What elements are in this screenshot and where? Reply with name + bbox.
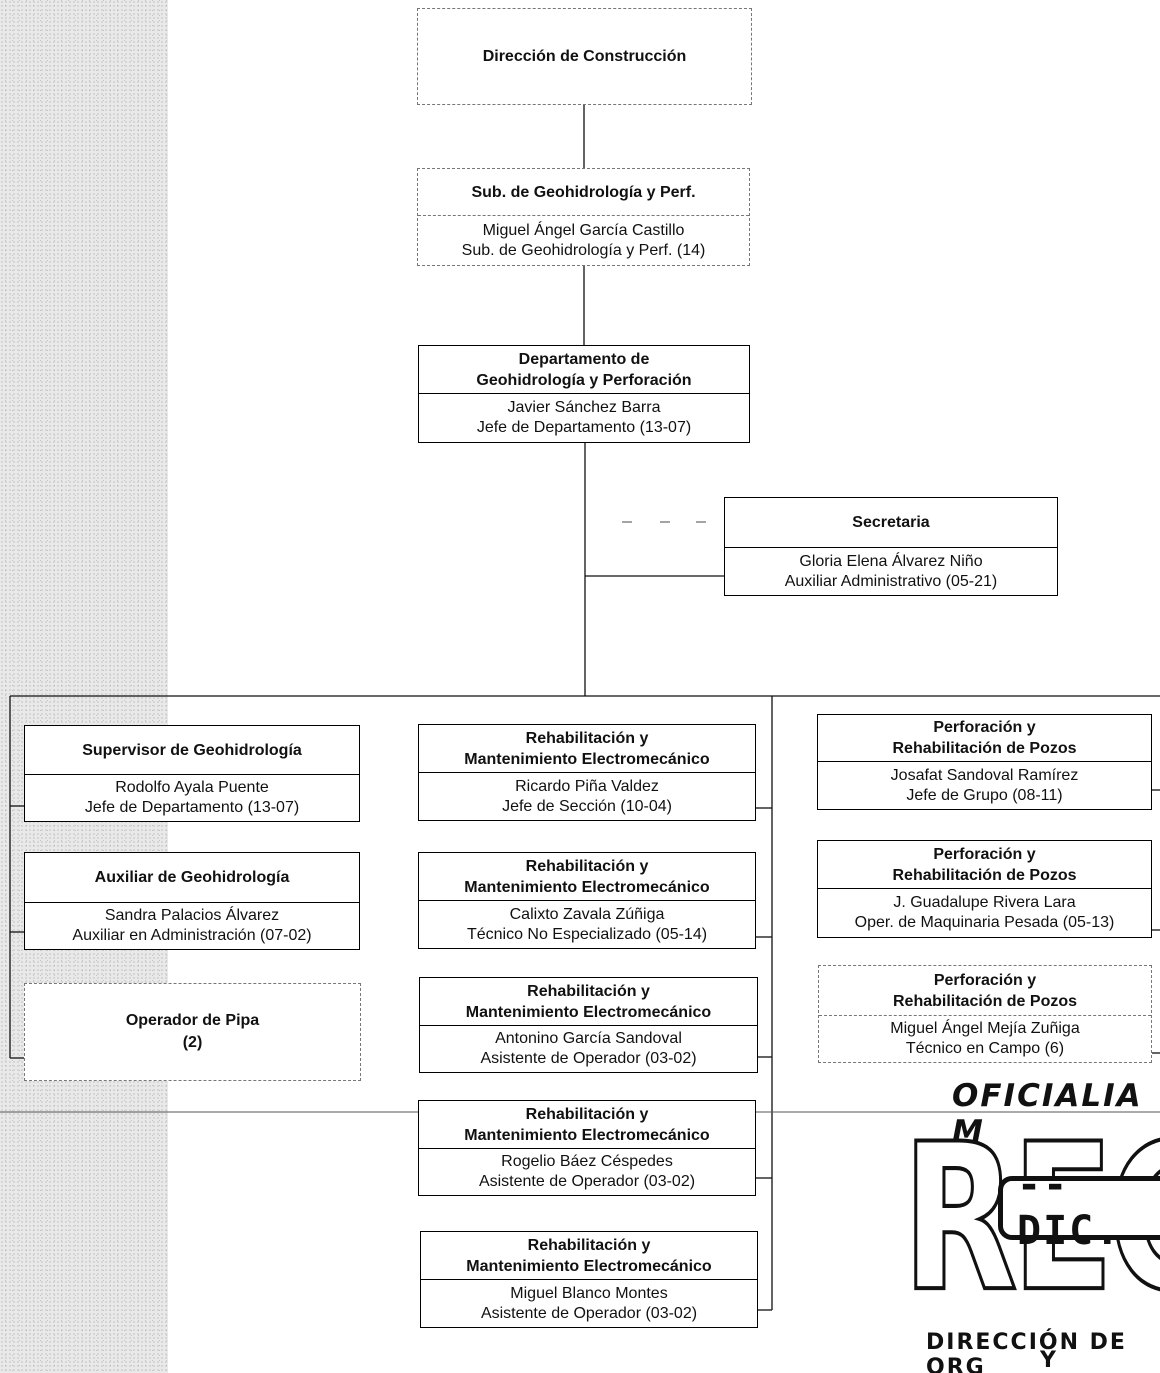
node-person-name: Calixto Zavala Zúñiga xyxy=(509,905,665,923)
node-person-name: Sandra Palacios Álvarez xyxy=(104,907,280,924)
node-title: Perforación y Rehabilitación de Pozos xyxy=(818,715,1151,761)
node-title-line2: Rehabilitación de Pozos xyxy=(892,992,1078,1010)
node-title: Supervisor de Geohidrología xyxy=(82,741,302,759)
org-node-perforacion-2: Perforación y Rehabilitación de Pozos J.… xyxy=(817,840,1152,938)
stamp-line1: OFICIALIA M xyxy=(952,1078,1143,1150)
node-person-name: Gloria Elena Álvarez Niño xyxy=(799,552,983,570)
node-title-line2: (2) xyxy=(182,1034,203,1051)
node-title-line2: Mantenimiento Electromecánico xyxy=(464,750,710,768)
node-person-name: Miguel Ángel Mejía Zuñiga xyxy=(890,1020,1080,1037)
node-body: Gloria Elena Álvarez Niño Auxiliar Admin… xyxy=(725,547,1057,595)
node-title-line2: Mantenimiento Electromecánico xyxy=(465,1003,712,1021)
node-person-name: Josafat Sandoval Ramírez xyxy=(890,766,1079,784)
node-title: Departamento de Geohidrología y Perforac… xyxy=(419,346,749,393)
node-body: J. Guadalupe Rivera Lara Oper. de Maquin… xyxy=(818,888,1151,937)
node-title-line1: Perforación y xyxy=(933,719,1036,736)
node-body: Calixto Zavala Zúñiga Técnico No Especia… xyxy=(419,900,755,948)
node-title: Operador de Pipa (2) xyxy=(25,984,360,1080)
org-node-rehabilitacion-5: Rehabilitación y Mantenimiento Electrome… xyxy=(420,1231,758,1328)
node-body: Miguel Ángel García Castillo Sub. de Geo… xyxy=(418,215,749,265)
node-title: Secretaria xyxy=(852,514,930,531)
node-person-position: Jefe de Sección (10-04) xyxy=(502,797,672,815)
node-body: Sandra Palacios Álvarez Auxiliar en Admi… xyxy=(25,902,359,949)
stamp-date-box: -- DIC. xyxy=(998,1162,1160,1254)
node-title-line1: Operador de Pipa xyxy=(125,1012,260,1029)
stamp-bottom-line1: DIRECCIÓN DE ORG xyxy=(926,1330,1127,1373)
org-node-direccion: Dirección de Construcción xyxy=(417,8,752,105)
node-person-position: Asistente de Operador (03-02) xyxy=(478,1173,696,1190)
node-body: Antonino García Sandoval Asistente de Op… xyxy=(420,1025,757,1072)
node-person-name: Miguel Ángel García Castillo xyxy=(482,221,685,239)
node-person-position: Jefe de Grupo (08-11) xyxy=(906,786,1063,804)
node-title-line2: Rehabilitación de Pozos xyxy=(892,740,1077,757)
node-body: Ricardo Piña Valdez Jefe de Sección (10-… xyxy=(419,772,755,820)
node-person-name: Miguel Blanco Montes xyxy=(510,1284,668,1302)
org-node-rehabilitacion-2: Rehabilitación y Mantenimiento Electrome… xyxy=(418,852,756,949)
node-title-line2: Mantenimiento Electromecánico xyxy=(464,878,710,896)
node-title: Sub. de Geohidrología y Perf. xyxy=(471,183,696,201)
node-person-name: Javier Sánchez Barra xyxy=(507,399,661,416)
org-node-subdireccion: Sub. de Geohidrología y Perf. Miguel Áng… xyxy=(417,168,750,266)
scan-noise-margin xyxy=(0,0,168,1373)
node-title: Perforación y Rehabilitación de Pozos xyxy=(818,841,1151,888)
node-body: Javier Sánchez Barra Jefe de Departament… xyxy=(419,393,749,442)
node-title-line2: Rehabilitación de Pozos xyxy=(892,866,1077,884)
node-body: Rogelio Báez Céspedes Asistente de Opera… xyxy=(419,1148,755,1195)
org-node-auxiliar: Auxiliar de Geohidrología Sandra Palacio… xyxy=(24,852,360,950)
node-title-line1: Perforación y xyxy=(933,971,1037,989)
org-node-rehabilitacion-4: Rehabilitación y Mantenimiento Electrome… xyxy=(418,1100,756,1196)
node-title: Rehabilitación y Mantenimiento Electrome… xyxy=(419,1101,755,1148)
node-person-name: Ricardo Piña Valdez xyxy=(515,777,659,795)
node-title-line1: Perforación y xyxy=(933,845,1036,863)
node-person-position: Asistente de Operador (03-02) xyxy=(480,1050,697,1067)
node-title-line1: Rehabilitación y xyxy=(525,729,649,747)
org-node-rehabilitacion-3: Rehabilitación y Mantenimiento Electrome… xyxy=(419,977,758,1073)
node-person-name: Antonino García Sandoval xyxy=(495,1030,682,1047)
node-person-position: Jefe de Departamento (13-07) xyxy=(84,799,300,816)
stamp-bottom-line2: Y METOD xyxy=(1040,1348,1058,1373)
node-title: Rehabilitación y Mantenimiento Electrome… xyxy=(419,853,755,900)
node-body: Miguel Blanco Montes Asistente de Operad… xyxy=(421,1279,757,1327)
node-title-line1: Departamento de xyxy=(518,350,650,368)
node-person-position: Técnico en Campo (6) xyxy=(905,1040,1065,1057)
node-person-position: Auxiliar en Administración (07-02) xyxy=(72,927,312,944)
node-title: Dirección de Construcción xyxy=(482,47,687,65)
node-title: Rehabilitación y Mantenimiento Electrome… xyxy=(420,978,757,1025)
node-title: Rehabilitación y Mantenimiento Electrome… xyxy=(421,1232,757,1279)
node-title: Rehabilitación y Mantenimiento Electrome… xyxy=(419,725,755,772)
node-person-position: Jefe de Departamento (13-07) xyxy=(476,419,692,436)
node-person-position: Asistente de Operador (03-02) xyxy=(480,1304,698,1322)
node-title-line1: Rehabilitación y xyxy=(525,1105,649,1123)
org-node-operador-pipa: Operador de Pipa (2) xyxy=(24,983,361,1081)
node-person-position: Auxiliar Administrativo (05-21) xyxy=(784,572,998,590)
node-body: Miguel Ángel Mejía Zuñiga Técnico en Cam… xyxy=(819,1015,1151,1062)
org-node-perforacion-3: Perforación y Rehabilitación de Pozos Mi… xyxy=(818,965,1152,1063)
node-person-name: Rogelio Báez Céspedes xyxy=(501,1153,673,1170)
stamp-date-text: -- DIC. xyxy=(1017,1162,1122,1254)
node-person-position: Sub. de Geohidrología y Perf. (14) xyxy=(461,241,706,259)
node-person-name: J. Guadalupe Rivera Lara xyxy=(893,894,1076,911)
org-node-perforacion-1: Perforación y Rehabilitación de Pozos Jo… xyxy=(817,714,1152,810)
org-node-supervisor: Supervisor de Geohidrología Rodolfo Ayal… xyxy=(24,725,360,822)
node-person-name: Rodolfo Ayala Puente xyxy=(115,779,269,796)
node-body: Rodolfo Ayala Puente Jefe de Departament… xyxy=(25,774,359,821)
node-title: Perforación y Rehabilitación de Pozos xyxy=(819,966,1151,1015)
node-body: Josafat Sandoval Ramírez Jefe de Grupo (… xyxy=(818,761,1151,809)
node-title-line2: Geohidrología y Perforación xyxy=(476,371,692,389)
org-node-rehabilitacion-1: Rehabilitación y Mantenimiento Electrome… xyxy=(418,724,756,821)
org-node-departamento: Departamento de Geohidrología y Perforac… xyxy=(418,345,750,443)
org-node-secretaria: Secretaria Gloria Elena Álvarez Niño Aux… xyxy=(724,497,1058,596)
node-title-line2: Mantenimiento Electromecánico xyxy=(464,1126,710,1144)
registration-stamp: OFICIALIA M REGISTR -- DIC. DIRECCIÓN DE… xyxy=(880,1078,1160,1373)
node-title: Auxiliar de Geohidrología xyxy=(94,869,290,886)
node-title-line2: Mantenimiento Electromecánico xyxy=(466,1257,712,1275)
node-title-line1: Rehabilitación y xyxy=(525,857,649,875)
node-person-position: Oper. de Maquinaria Pesada (05-13) xyxy=(854,914,1115,931)
node-title-line1: Rehabilitación y xyxy=(527,1236,651,1254)
node-title-line1: Rehabilitación y xyxy=(527,982,650,1000)
node-person-position: Técnico No Especializado (05-14) xyxy=(466,925,708,943)
